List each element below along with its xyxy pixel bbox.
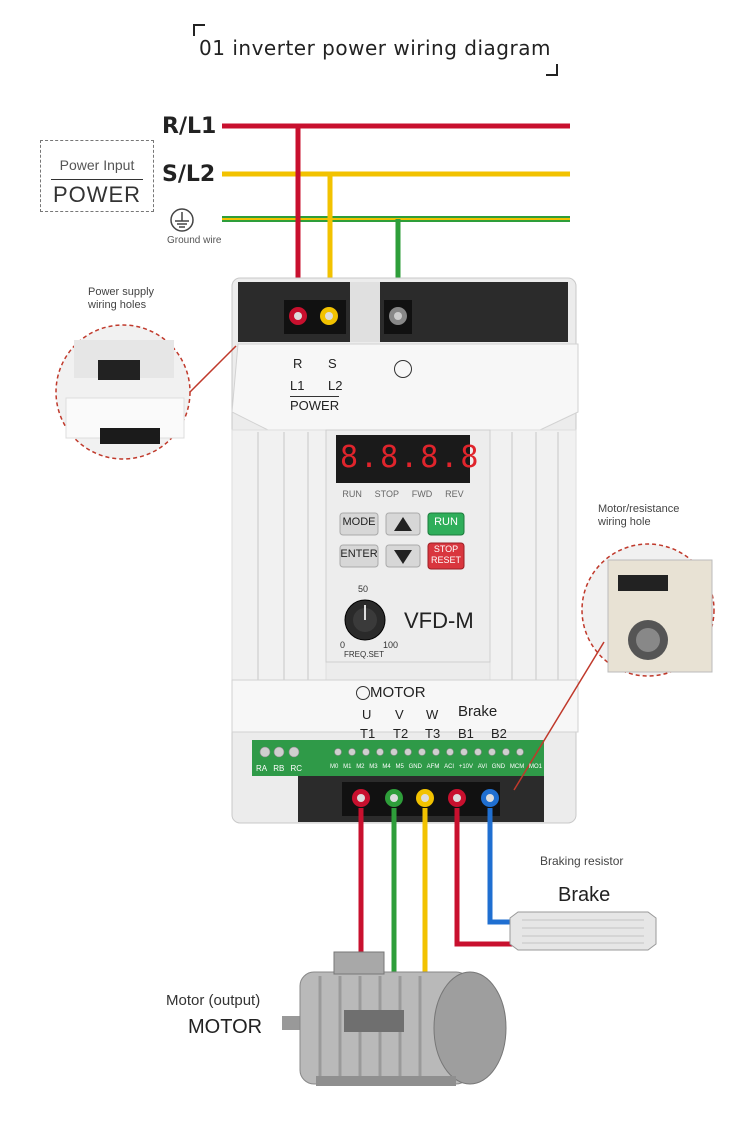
terminal-b2: B2	[491, 726, 507, 741]
vfd-device	[231, 277, 579, 824]
terminal-t3: T3	[425, 726, 441, 741]
control-label: M4	[382, 764, 391, 770]
knob-label: FREQ.SET	[344, 650, 385, 659]
motor-holes-label: Motor/resistance wiring hole	[598, 503, 680, 528]
braking-resistor-icon	[509, 911, 657, 951]
enter-button: ENTER	[340, 548, 378, 560]
control-label: GND	[408, 764, 422, 770]
terminal-l1: L1	[290, 378, 305, 393]
motor-icon	[282, 951, 507, 1086]
knob-max-label: 100	[383, 640, 399, 650]
knob-min-label: 0	[340, 640, 346, 650]
relay-rc: RC	[290, 764, 302, 773]
terminal-s: S	[328, 356, 337, 371]
callout-motor-holes	[513, 543, 715, 791]
indicator-fwd: FWD	[411, 489, 433, 499]
terminal-u: U	[362, 707, 372, 722]
power-input-box: Power Input POWER	[40, 140, 154, 212]
top-ground-icon	[394, 360, 412, 378]
line-label-r: R/L1	[162, 114, 217, 139]
terminal-l2: L2	[328, 378, 343, 393]
top-power-label: POWER	[290, 396, 340, 413]
control-label: +10V	[458, 764, 474, 770]
title-corner-bottom-right	[546, 64, 558, 76]
control-label: M3	[369, 764, 378, 770]
control-label: M2	[356, 764, 365, 770]
control-label: AVI	[477, 764, 488, 770]
page-title: 01 inverter power wiring diagram	[199, 36, 551, 60]
terminal-r: R	[293, 356, 303, 371]
control-label: ACI	[444, 764, 455, 770]
reset-label: RESET	[430, 555, 461, 565]
title-corner-top-left	[193, 24, 205, 36]
terminal-b1: B1	[458, 726, 474, 741]
indicator-rev: REV	[445, 489, 464, 499]
motor-label: MOTOR	[188, 1016, 263, 1038]
braking-resistor-label: Braking resistor	[540, 854, 624, 868]
knob-top-label: 50	[358, 584, 369, 594]
model-label: VFD-M	[404, 608, 474, 633]
indicator-run: RUN	[342, 489, 362, 499]
stop-label: STOP	[433, 544, 459, 554]
terminal-w: W	[426, 707, 439, 722]
terminal-t2: T2	[393, 726, 409, 741]
wire-b2	[487, 808, 516, 925]
relay-ra: RA	[256, 764, 268, 773]
callout-power-holes	[55, 324, 237, 460]
relay-rb: RB	[273, 764, 285, 773]
motor-output-label: Motor (output)	[166, 992, 261, 1009]
control-label: M5	[395, 764, 404, 770]
terminal-t1: T1	[360, 726, 376, 741]
brake-terminal-title: Brake	[458, 703, 498, 720]
indicator-row: RUN STOP FWD REV	[336, 489, 470, 499]
control-label: GND	[491, 764, 506, 770]
motor-terminal-title: MOTOR	[370, 684, 426, 701]
ground-wire-label: Ground wire	[167, 235, 222, 246]
control-label: MCM	[509, 764, 525, 770]
led-display: 8.8.8.8	[340, 440, 481, 475]
brake-label: Brake	[558, 884, 611, 906]
control-label: M1	[343, 764, 352, 770]
relay-label-row: RA RB RC	[256, 764, 302, 773]
power-input-label: Power Input	[59, 157, 135, 173]
power-holes-label: Power supply wiring holes	[88, 286, 155, 311]
line-label-s: S/L2	[162, 162, 216, 187]
control-label: AFM	[426, 764, 440, 770]
control-label-row: M0 M1 M2 M3 M4 M5 GND AFM ACI +10V AVI G…	[330, 764, 542, 770]
motor-symbol-icon	[356, 686, 370, 700]
mode-button: MODE	[342, 516, 376, 528]
wire-b1	[454, 808, 516, 947]
ground-icon	[170, 208, 194, 232]
indicator-stop: STOP	[374, 489, 400, 499]
control-label: M0	[330, 764, 339, 770]
terminal-v: V	[395, 707, 404, 722]
run-button: RUN	[434, 516, 458, 528]
stop-reset-button: STOP RESET	[428, 544, 464, 566]
power-label: POWER	[51, 179, 143, 208]
control-label: MO1	[528, 764, 542, 770]
